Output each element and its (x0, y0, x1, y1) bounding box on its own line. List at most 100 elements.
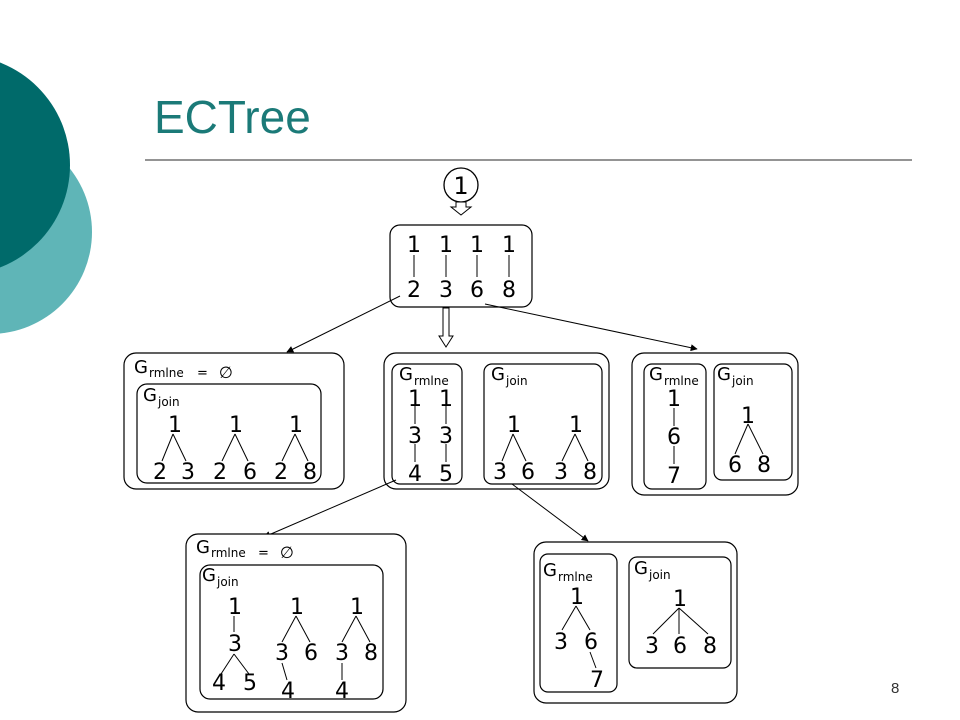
svg-text:1: 1 (350, 595, 364, 620)
svg-text:4: 4 (212, 671, 226, 696)
svg-text:1: 1 (168, 413, 182, 438)
level1-bottom-1: 2 (407, 278, 421, 303)
svg-text:=: = (258, 546, 269, 561)
level1-top-3: 1 (470, 233, 484, 258)
svg-text:6: 6 (673, 634, 687, 659)
svg-text:8: 8 (303, 460, 317, 485)
level1-nodes: 1 1 1 1 2 3 6 8 (407, 233, 516, 303)
l3-left-grmlne-label: G rmlne = ∅ (196, 537, 294, 562)
l2-right-nodes: 1 6 7 1 6 8 (667, 387, 771, 489)
svg-text:6: 6 (521, 460, 535, 485)
l2-left-join-box (136, 383, 322, 484)
level1-bottom-3: 6 (470, 278, 484, 303)
svg-text:7: 7 (590, 668, 604, 693)
svg-text:G: G (399, 364, 413, 385)
svg-text:1: 1 (570, 585, 584, 610)
svg-text:8: 8 (703, 634, 717, 659)
root-label: 1 (453, 172, 468, 200)
svg-text:G: G (143, 385, 157, 406)
svg-text:3: 3 (554, 460, 568, 485)
l3-left-edges (220, 615, 371, 681)
l3-right-rmlne-box (539, 553, 618, 693)
svg-text:3: 3 (228, 632, 242, 657)
level1-top-1: 1 (407, 233, 421, 258)
svg-text:1: 1 (289, 413, 303, 438)
l3-right-edges (561, 605, 709, 669)
svg-text:1: 1 (229, 413, 243, 438)
svg-text:join: join (216, 575, 239, 589)
svg-text:rmlne: rmlne (149, 366, 184, 380)
l3-right-grmlne-label: G rmlne (543, 560, 593, 584)
svg-text:6: 6 (243, 460, 257, 485)
svg-text:join: join (648, 568, 671, 582)
l3-left-join-box (199, 564, 384, 700)
svg-text:G: G (134, 357, 148, 378)
l2-right-grmlne-label: G rmlne (649, 364, 699, 388)
svg-text:4: 4 (281, 679, 295, 704)
root-node: 1 (443, 167, 479, 203)
l2-right-gjoin-label: G join (717, 364, 754, 388)
svg-text:3: 3 (439, 424, 453, 449)
l3-right-join-box (628, 556, 732, 669)
l2-left-edges (161, 433, 309, 462)
svg-text:rmlne: rmlne (664, 374, 699, 388)
svg-text:join: join (157, 395, 180, 409)
svg-text:3: 3 (181, 460, 195, 485)
l2-middle-gjoin-label: G join (491, 364, 528, 388)
svg-text:2: 2 (153, 460, 167, 485)
l3-right-nodes: 1 3 6 7 1 3 6 8 (554, 585, 717, 693)
svg-text:2: 2 (274, 460, 288, 485)
arrow-middle-to-l3-left (263, 479, 397, 538)
l2-middle-edges (414, 406, 589, 462)
svg-text:G: G (202, 565, 216, 586)
svg-text:1: 1 (673, 587, 687, 612)
slide-title: ECTree (154, 91, 311, 143)
svg-text:3: 3 (408, 424, 422, 449)
svg-text:rmlne: rmlne (558, 570, 593, 584)
svg-text:G: G (491, 364, 505, 385)
svg-text:G: G (634, 558, 648, 579)
svg-text:6: 6 (304, 641, 318, 666)
l2-left-gjoin-label: G join (143, 385, 180, 409)
l2-middle-nodes: 1 3 4 1 3 5 1 3 6 1 3 8 (408, 387, 597, 487)
expand-arrow (449, 201, 473, 216)
svg-text:=: = (197, 366, 208, 381)
decor-dark-circle (0, 62, 70, 268)
arrow-level1-to-middle (438, 307, 454, 348)
page-number: 8 (891, 680, 900, 697)
svg-text:7: 7 (667, 464, 681, 489)
level1-box (389, 224, 533, 308)
svg-text:3: 3 (554, 630, 568, 655)
arrow-level1-to-right (484, 303, 698, 352)
svg-text:6: 6 (584, 630, 598, 655)
svg-text:1: 1 (507, 413, 521, 438)
l2-right-rmlne-box (643, 363, 707, 490)
svg-text:1: 1 (667, 387, 681, 412)
svg-text:1: 1 (408, 387, 422, 412)
level1-top-2: 1 (439, 233, 453, 258)
svg-text:2: 2 (213, 460, 227, 485)
svg-text:1: 1 (569, 413, 583, 438)
svg-text:join: join (731, 374, 754, 388)
l3-left-gjoin-label: G join (202, 565, 239, 589)
svg-text:8: 8 (583, 460, 597, 485)
l2-left-grmlne-label: G rmlne = ∅ (134, 357, 233, 382)
arrow-level1-to-left (286, 295, 401, 353)
svg-text:3: 3 (493, 460, 507, 485)
l3-left-nodes: 1 3 4 5 1 3 6 4 1 3 8 4 (212, 595, 378, 704)
svg-text:4: 4 (335, 679, 349, 704)
l2-middle-join-box (483, 363, 603, 485)
svg-text:6: 6 (667, 425, 681, 450)
svg-text:join: join (505, 374, 528, 388)
svg-text:1: 1 (439, 387, 453, 412)
svg-text:1: 1 (228, 595, 242, 620)
svg-text:G: G (717, 364, 731, 385)
svg-text:6: 6 (728, 453, 742, 478)
arrow-middle-to-l3-right (511, 483, 589, 542)
level1-bottom-2: 3 (439, 278, 453, 303)
svg-text:5: 5 (439, 462, 453, 487)
l3-right-gjoin-label: G join (634, 558, 671, 582)
l2-right-join-box (713, 363, 793, 481)
svg-text:3: 3 (335, 641, 349, 666)
